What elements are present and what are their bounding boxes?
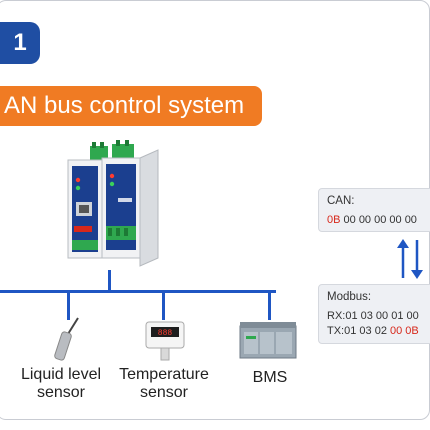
can-frame-highlight: 0B xyxy=(327,214,341,226)
modbus-rx-line: RX:01 03 00 01 00 xyxy=(327,310,419,322)
modbus-panel-header: Modbus: xyxy=(327,291,372,303)
device-label-temperature: Temperature sensor xyxy=(106,366,222,402)
device-label-liquid: Liquid level sensor xyxy=(6,366,116,402)
bus-drop-temperature xyxy=(162,290,165,320)
probe-sensor-icon xyxy=(54,317,79,361)
can-panel-header: CAN: xyxy=(327,195,355,207)
modbus-frame-panel: Modbus: RX:01 03 00 01 00 TX:01 03 02 00… xyxy=(318,284,430,344)
can-modbus-gateway-icon xyxy=(67,140,159,267)
modbus-tx-highlight: 00 0B xyxy=(390,325,419,337)
device-label-temperature-line2: sensor xyxy=(139,384,189,401)
modbus-tx-line: TX:01 03 02 00 0B xyxy=(327,324,429,339)
bus-drop-bms xyxy=(268,290,271,320)
device-label-bms-line1: BMS xyxy=(252,369,288,386)
device-label-liquid-line1: Liquid level xyxy=(20,366,102,383)
can-frame-data: 0B 00 00 00 00 00 xyxy=(327,213,429,228)
conversion-arrows-icon xyxy=(397,239,423,279)
device-label-temperature-line1: Temperature xyxy=(119,366,209,383)
device-label-liquid-line2: sensor xyxy=(36,384,86,401)
modbus-tx-prefix: TX:01 03 02 xyxy=(327,325,390,337)
can-bus-line xyxy=(0,290,276,293)
can-frame-rest: 00 00 00 00 00 xyxy=(340,214,417,226)
can-frame-panel: CAN: 0B 00 00 00 00 00 xyxy=(318,188,430,232)
diagram-title: AN bus control system xyxy=(0,86,262,126)
temperature-sensor-icon: 888 xyxy=(145,321,185,361)
bus-drop-gateway xyxy=(108,270,111,292)
svg-text:888: 888 xyxy=(158,329,173,338)
device-label-bms: BMS xyxy=(230,369,310,387)
bus-drop-liquid xyxy=(67,290,70,320)
step-badge: 1 xyxy=(0,22,40,64)
plc-icon xyxy=(239,322,297,359)
